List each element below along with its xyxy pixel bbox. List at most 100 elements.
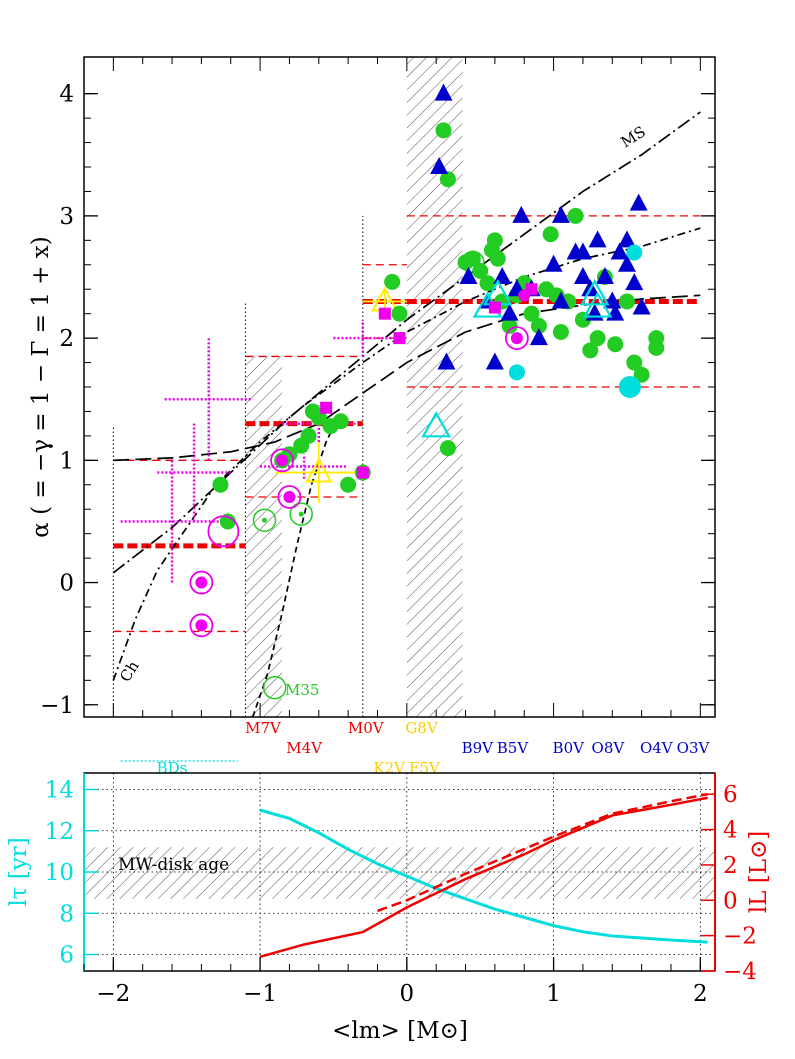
magenta-errorbar — [260, 454, 349, 479]
blue-triangle — [529, 328, 548, 346]
y-tick-label: 2 — [59, 326, 74, 352]
blue-triangle — [485, 352, 504, 370]
magenta-open-circle — [270, 448, 295, 473]
cyan-point — [508, 364, 525, 381]
m35-point — [263, 675, 287, 700]
green-point — [300, 427, 317, 444]
magenta-errorbar — [164, 338, 253, 461]
m35-label: M35 — [285, 681, 319, 699]
spectral-label: O4V — [640, 739, 674, 757]
data-points — [189, 83, 665, 700]
yellow-errorbar — [274, 442, 363, 504]
blue-triangle — [617, 230, 636, 248]
right-y-tick-label: 0 — [723, 888, 738, 914]
spectral-label: M7V — [245, 719, 282, 737]
green-point — [633, 366, 650, 383]
x-tick-label: −2 — [96, 981, 130, 1007]
blue-triangle — [588, 230, 607, 248]
green-point — [439, 440, 456, 457]
green-point — [582, 342, 599, 359]
green-open-point-center — [261, 517, 267, 523]
model-curve — [112, 111, 701, 574]
green-point — [501, 317, 518, 334]
green-point — [530, 317, 547, 334]
spectral-label: O3V — [677, 739, 711, 757]
left-y-tick-label: 10 — [45, 860, 74, 886]
green-point — [486, 232, 503, 249]
green-point — [479, 275, 496, 292]
cyan-point — [618, 376, 641, 398]
y-tick-label: 4 — [59, 82, 74, 108]
blue-triangle — [573, 242, 592, 260]
green-point — [384, 273, 401, 290]
spectral-label: B0V — [553, 739, 586, 757]
blue-triangle — [434, 83, 453, 101]
spectral-label: F5V — [409, 759, 441, 777]
cyan-open-triangle — [579, 279, 610, 306]
bottom-xlabel: <lm> [M⊙] — [332, 1018, 468, 1044]
y-tick-label: −1 — [40, 693, 74, 719]
hatched-bands — [245, 57, 463, 717]
green-point — [489, 250, 506, 267]
blue-triangle — [493, 267, 512, 284]
luminosity-line — [259, 796, 708, 959]
blue-triangle — [551, 205, 570, 223]
x-tick-label: 1 — [546, 981, 561, 1007]
left-y-tick-label: 14 — [45, 778, 74, 804]
right-y-tick-label: 6 — [723, 782, 738, 808]
green-point — [332, 413, 349, 430]
green-point — [626, 354, 643, 371]
magenta-open-circle — [504, 326, 529, 351]
blue-triangle — [617, 254, 636, 272]
luminosity-dashed-line — [377, 792, 708, 913]
blue-triangle — [625, 273, 644, 291]
magenta-open-circle — [189, 613, 214, 638]
spectral-label: G8V — [405, 719, 439, 737]
green-point — [618, 293, 635, 310]
magenta-square — [356, 466, 369, 479]
magenta-errorbar — [120, 460, 224, 583]
magenta-point — [195, 619, 208, 632]
left-y-tick-label: 8 — [59, 901, 74, 927]
blue-triangle — [437, 352, 456, 370]
y-tick-label: 1 — [59, 448, 74, 474]
green-point — [212, 476, 229, 493]
bottom-series — [259, 792, 708, 959]
blue-triangle — [512, 205, 531, 223]
spectral-label: M4V — [286, 739, 323, 757]
bottom-ylabel-right: lL [L⊙] — [746, 831, 772, 913]
magenta-point — [276, 454, 289, 467]
model-curve — [251, 411, 342, 717]
blue-triangle — [629, 193, 648, 211]
cyan-open-triangle — [582, 291, 613, 318]
left-y-tick-label: 6 — [59, 943, 74, 969]
x-tick-label: −1 — [243, 981, 277, 1007]
model-curve — [112, 227, 701, 681]
cyan-open-triangle — [421, 411, 452, 438]
bottom-ylabel-left: lτ [yr] — [6, 837, 32, 906]
green-open-point-center — [298, 511, 304, 517]
right-y-tick-label: −4 — [723, 959, 757, 985]
magenta-errorbar — [157, 423, 231, 522]
lifetime-line — [259, 808, 708, 944]
magenta-square — [488, 301, 501, 314]
green-point — [391, 305, 408, 322]
cyan-point — [626, 244, 643, 261]
green-point — [589, 330, 606, 347]
vertical-dotted-lines — [112, 215, 364, 717]
blue-triangle — [632, 297, 651, 315]
mw-disk-age-label: MW-disk age — [118, 855, 229, 875]
hatched-band — [245, 356, 283, 717]
magenta-square — [393, 332, 406, 345]
blue-triangle — [610, 242, 629, 260]
spectral-label: BDs — [157, 759, 188, 777]
green-point — [567, 207, 584, 224]
green-point — [542, 226, 559, 243]
green-point — [552, 324, 569, 340]
